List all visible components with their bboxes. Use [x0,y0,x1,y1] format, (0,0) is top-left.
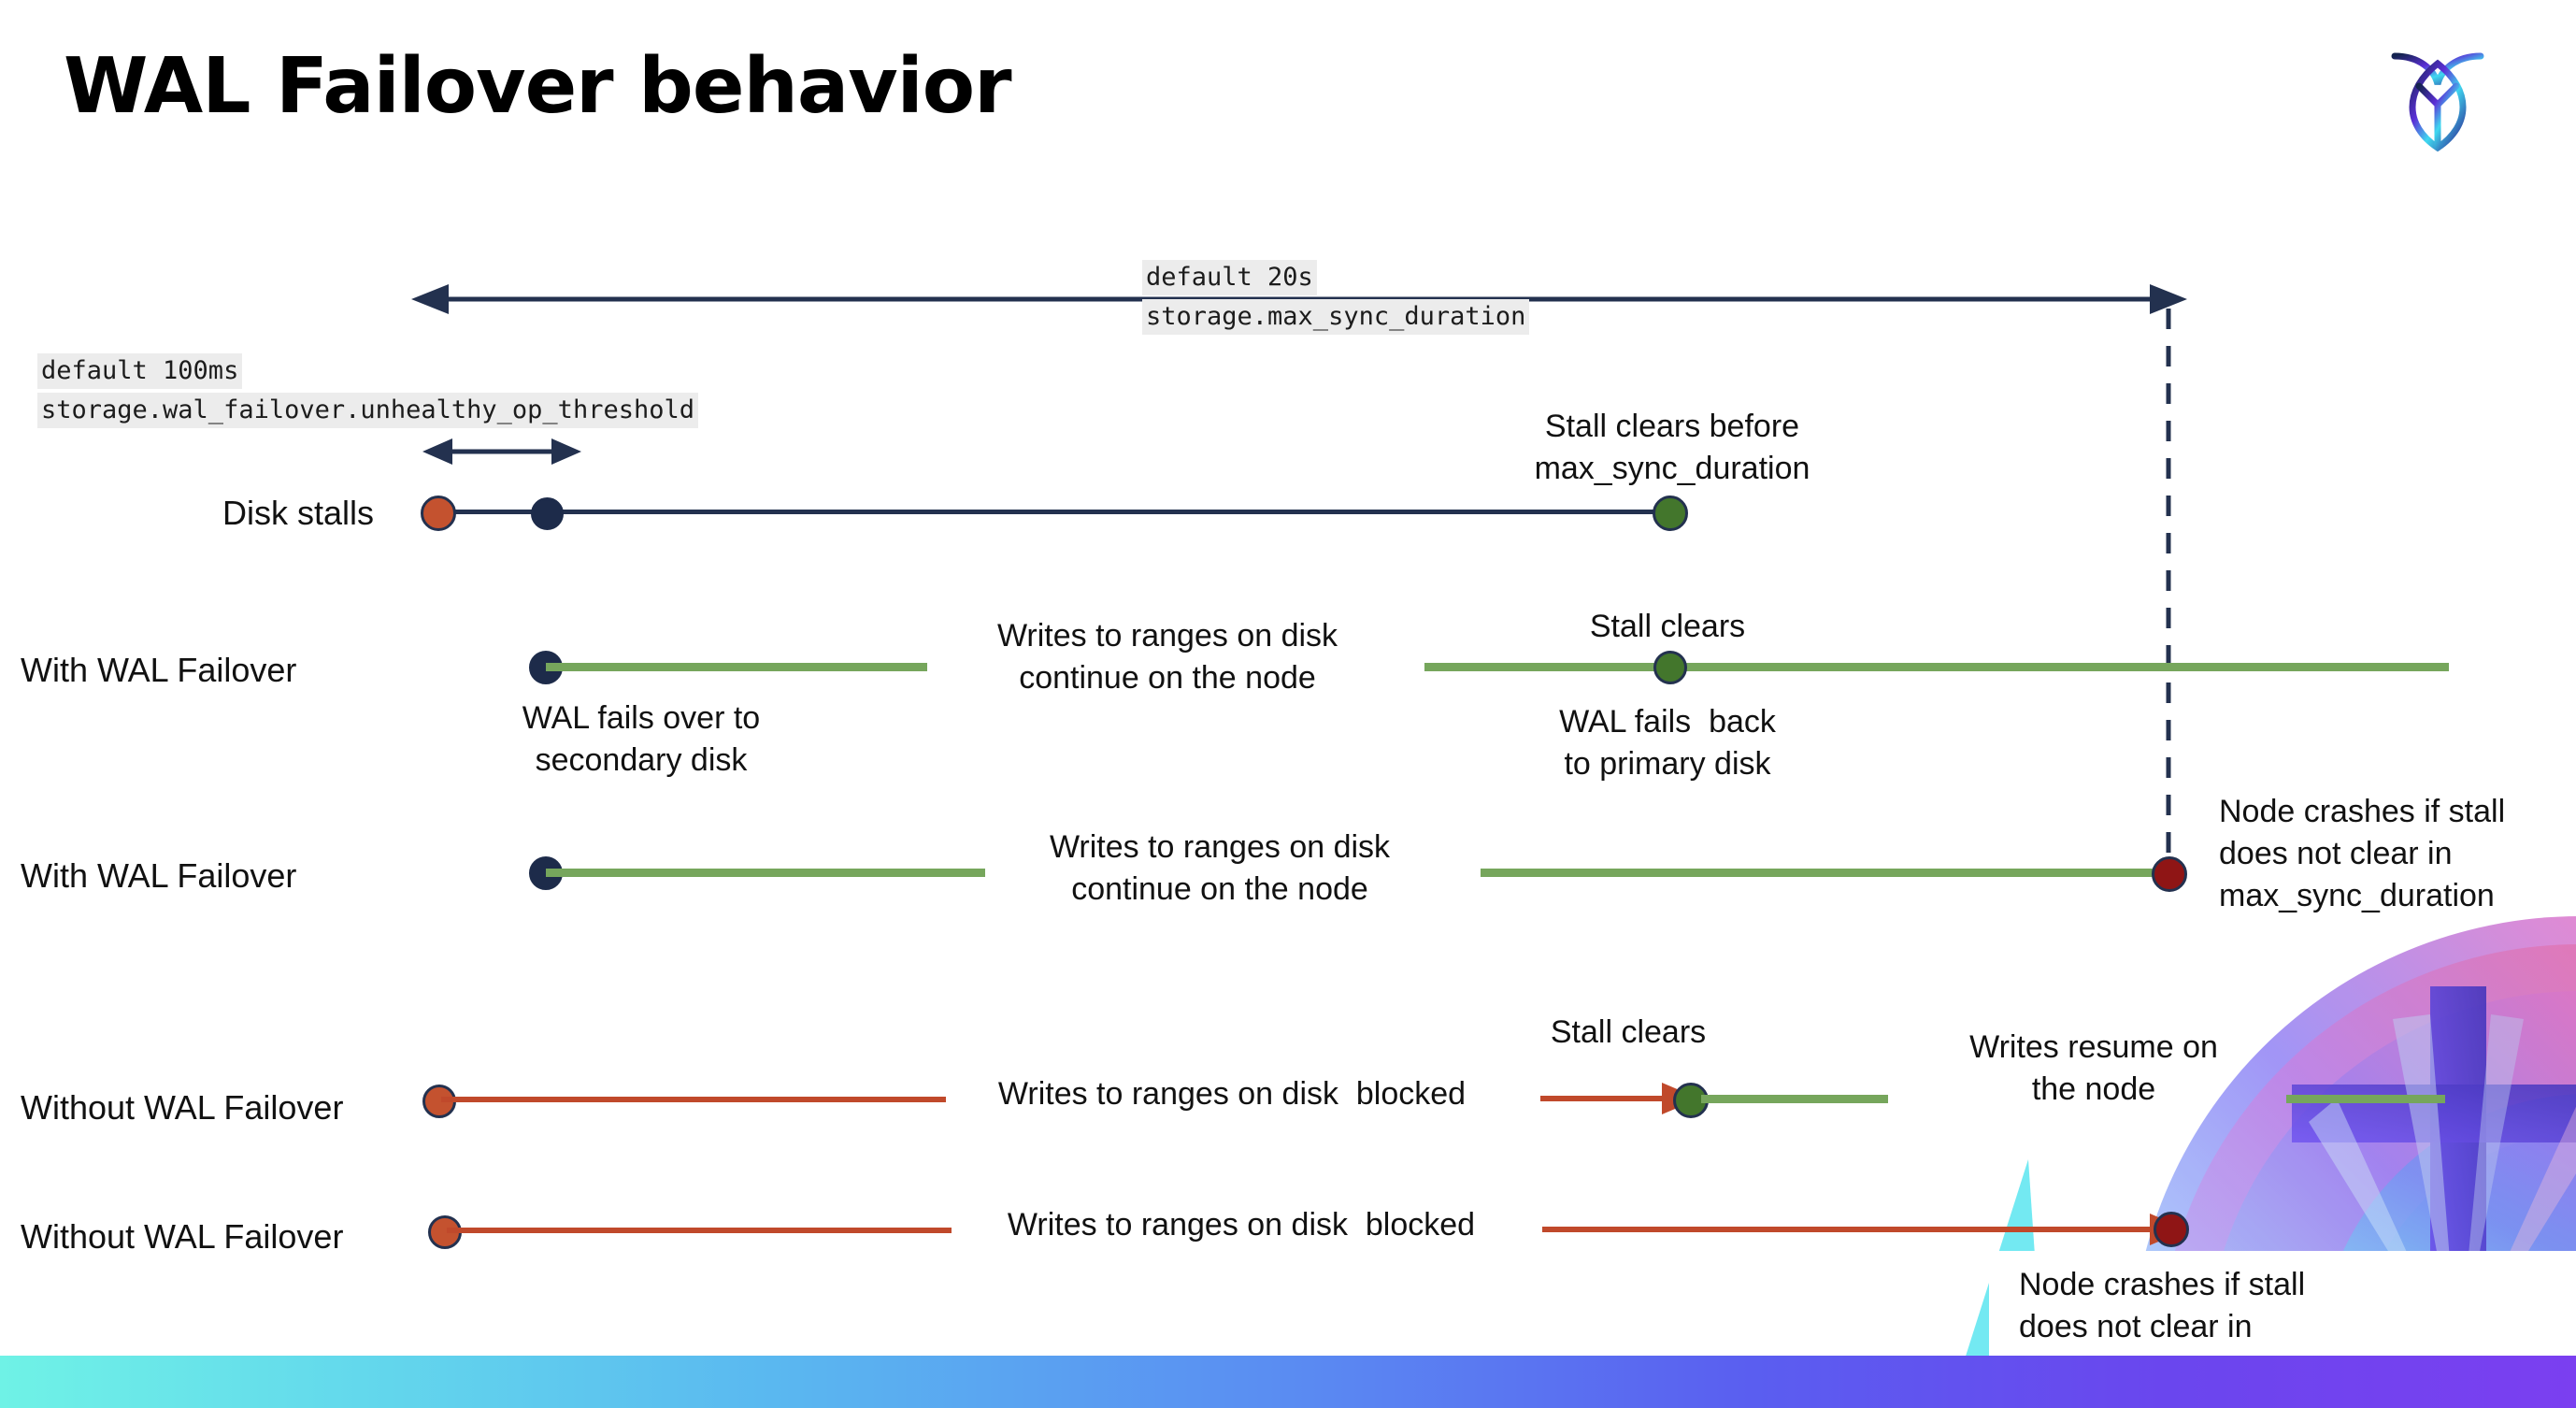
writes-resume-segment-a [1701,1095,1888,1103]
annotation-writes-blocked-r5: Writes to ranges on disk blocked [1007,1207,1476,1243]
writes-blocked-segment-b [447,1228,952,1233]
max-sync-default-chip: default 20s [1142,260,1317,295]
annotation-writes-continue-r2: Writes to ranges on disk continue on the… [996,618,1338,696]
disk-stall-clear-dot [1653,496,1688,531]
annotation-wal-fails-over: WAL fails over to secondary disk [522,700,761,778]
annotation-node-crashes-r3: Node crashes if stall does not clear in … [2219,794,2506,913]
writes-blocked-segment-a [441,1097,946,1102]
wal-failover-secondary-segment-d [1481,869,2172,877]
disk-stall-start-dot [421,496,456,531]
annotation-stall-clears-before: Stall clears before max_sync_duration [1534,409,1810,486]
bottom-gradient-bar [0,1356,2576,1408]
annotation-writes-continue-r3: Writes to ranges on disk continue on the… [1049,829,1391,907]
node-crash-dot-r3 [2152,856,2187,892]
row-label-without-wal-failover-2: Without WAL Failover [21,1217,344,1256]
annotation-writes-blocked-r4: Writes to ranges on disk blocked [997,1076,1467,1112]
row-label-without-wal-failover-1: Without WAL Failover [21,1088,344,1127]
page-title: WAL Failover behavior [64,42,1012,131]
row-label-with-wal-failover-2: With WAL Failover [21,856,297,895]
annotation-wal-fails-back: WAL fails back to primary disk [1559,704,1776,782]
wal-failover-secondary-segment-a [546,663,927,671]
writes-blocked-arrow-r5 [1542,1214,2187,1245]
max-sync-setting-chip: storage.max_sync_duration [1142,299,1530,335]
row-label-with-wal-failover-1: With WAL Failover [21,651,297,689]
wal-failover-secondary-segment-c [546,869,985,877]
unhealthy-op-default-chip: default 100ms [37,353,243,389]
node-crash-dot-r5 [2154,1212,2189,1247]
writes-resume-segment-b [2286,1095,2445,1103]
disk-stalls-timeline [439,510,1673,514]
unhealthy-op-threshold-span-arrow [422,438,581,465]
annotation-writes-resume: Writes resume on the node [1969,1029,2218,1107]
wal-failover-secondary-segment-b [1424,663,2449,671]
wal-failover-trigger-dot [531,497,564,530]
unhealthy-op-setting-chip: storage.wal_failover.unhealthy_op_thresh… [37,393,698,428]
annotation-stall-clears-r4: Stall clears [1550,1014,1707,1050]
cockroach-labs-logo-icon [2391,52,2484,152]
annotation-stall-clears-r2: Stall clears [1589,609,1746,644]
row-label-disk-stalls: Disk stalls [222,494,375,532]
stall-clear-dot-r2 [1653,651,1687,684]
max-sync-duration-dashed-guideline [2166,309,2171,888]
